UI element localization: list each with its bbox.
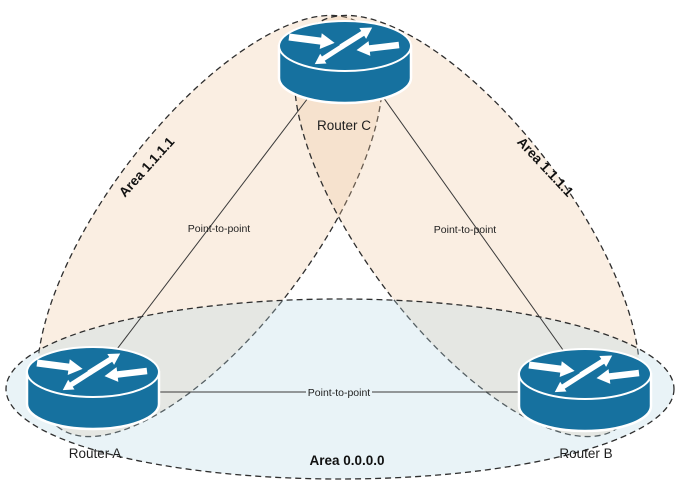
router-b-label: Router B — [559, 446, 612, 461]
link-router-b-router-c — [350, 51, 584, 379]
area-ellipse-backbone — [5, 298, 675, 480]
router-a-label: Router A — [69, 446, 122, 461]
router-b-icon — [517, 347, 653, 433]
link-router-a-router-c — [94, 51, 344, 379]
link-label-a-b: Point-to-point — [308, 387, 371, 399]
router-c-label: Router C — [317, 118, 371, 133]
router-a-icon — [25, 345, 161, 431]
link-label-b-c: Point-to-point — [434, 224, 497, 236]
area-label-backbone: Area 0.0.0.0 — [309, 453, 384, 468]
link-label-a-c: Point-to-point — [188, 223, 251, 235]
router-c-icon — [277, 19, 413, 105]
